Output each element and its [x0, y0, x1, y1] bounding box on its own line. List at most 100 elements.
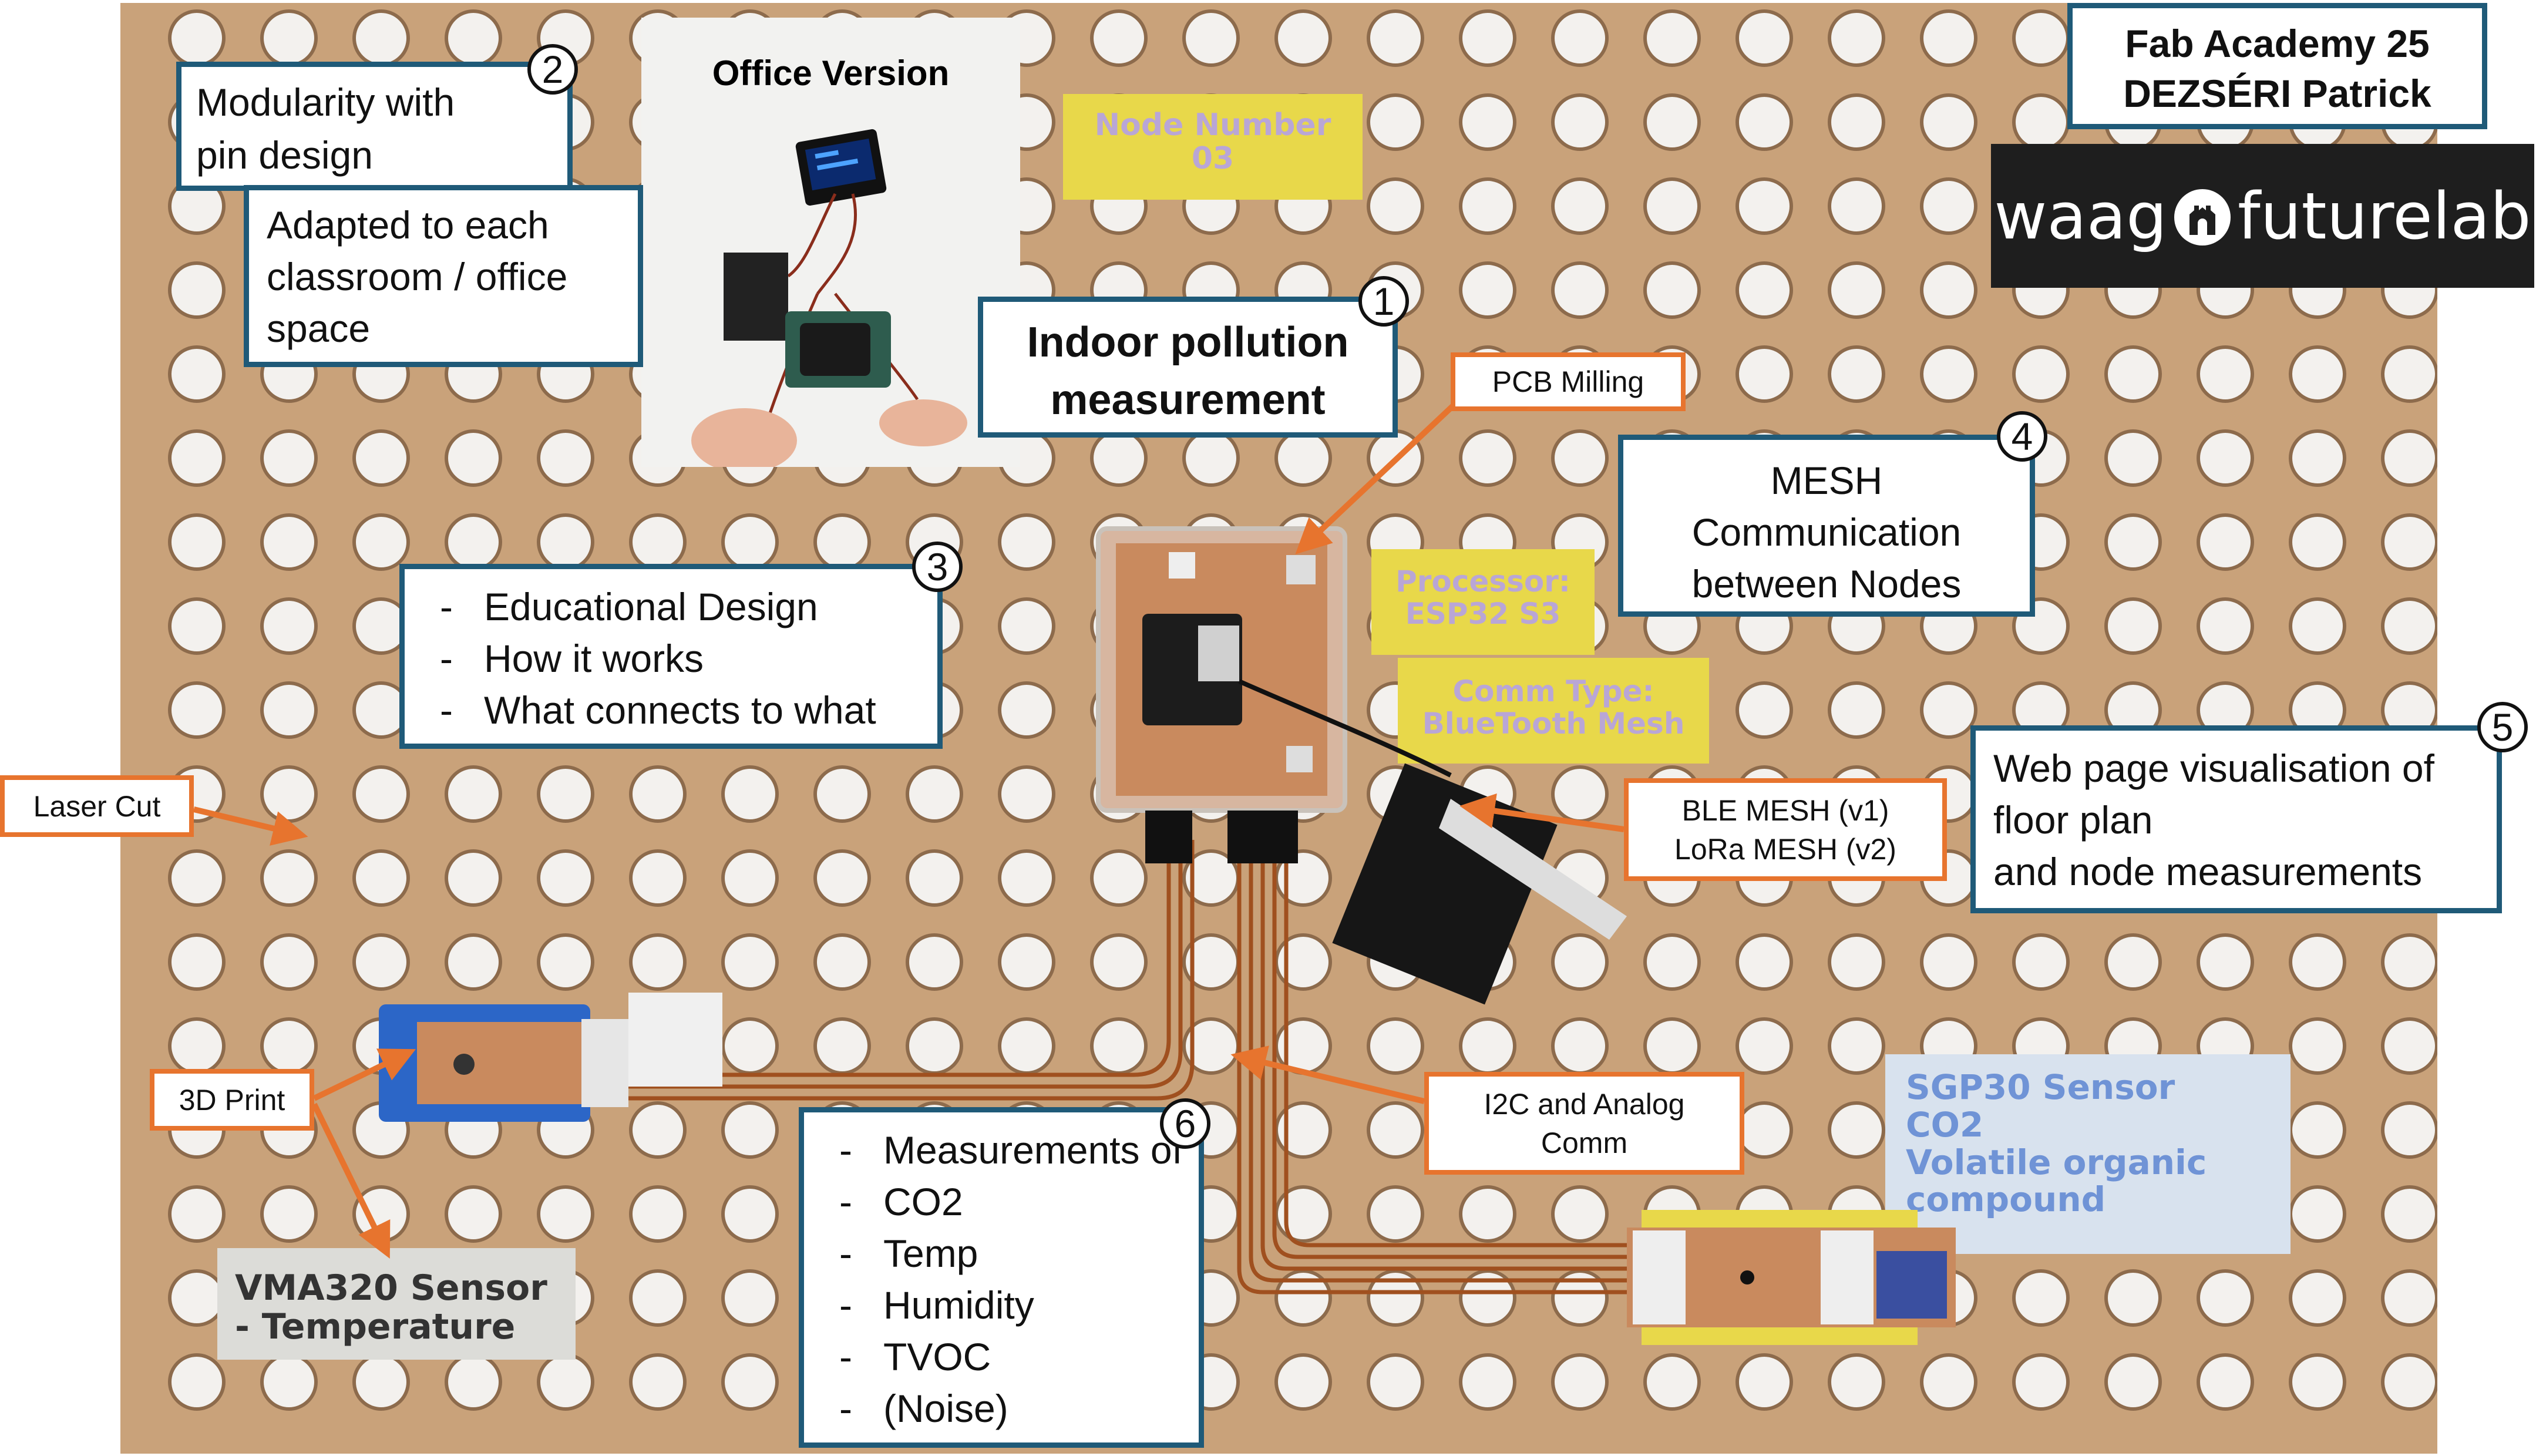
measurement-noise: (Noise) — [822, 1383, 1199, 1434]
peg-hole — [1735, 345, 1793, 403]
peg-hole — [1551, 1353, 1609, 1411]
peg-hole — [1828, 261, 1885, 319]
processor-label: Processor: ESP32 S3 — [1371, 549, 1595, 655]
peg-hole — [1643, 93, 1701, 151]
peg-hole — [1643, 9, 1701, 67]
peg-hole — [1459, 177, 1516, 235]
peg-hole — [260, 429, 318, 487]
peg-hole — [168, 933, 226, 991]
peg-hole — [906, 849, 963, 907]
peg-hole — [1551, 261, 1609, 319]
measurements-callout: Measurements of CO2 Temp Humidity TVOC (… — [799, 1107, 1204, 1448]
peg-hole — [2289, 429, 2346, 487]
web-visualisation-callout: Web page visualisation of floor plan and… — [1970, 725, 2502, 913]
sgp30-text-4: compound — [1906, 1179, 2106, 1220]
peg-hole — [1090, 9, 1148, 67]
step-number-6: 6 — [1160, 1098, 1210, 1149]
step-number-2: 2 — [527, 44, 578, 95]
indoor-pollution-line-2: measurement — [1050, 376, 1326, 423]
node-number-label: Node Number 03 — [1063, 94, 1363, 200]
node-number-value: 03 — [1191, 141, 1235, 177]
peg-hole — [998, 933, 1055, 991]
web-line-3: and node measurements — [1993, 850, 2423, 893]
peg-hole — [2381, 429, 2437, 487]
peg-hole — [260, 849, 318, 907]
i2c-line-2: Comm — [1541, 1126, 1628, 1159]
comm-type-text: Comm Type: — [1452, 674, 1654, 708]
peg-hole — [2012, 345, 2070, 403]
pcb-milling-tag: PCB Milling — [1451, 352, 1686, 411]
peg-hole — [2197, 597, 2254, 655]
peg-hole — [1459, 429, 1516, 487]
peg-hole — [998, 513, 1055, 571]
peg-hole — [1551, 9, 1609, 67]
peg-hole — [721, 849, 779, 907]
peg-hole — [1920, 933, 1977, 991]
peg-hole — [721, 1353, 779, 1411]
web-line-2: floor plan — [1993, 798, 2153, 842]
peg-hole — [445, 849, 502, 907]
laser-cut-tag: Laser Cut — [0, 775, 194, 837]
peg-hole — [2381, 1101, 2437, 1159]
peg-hole — [445, 1185, 502, 1243]
peg-hole — [2381, 1353, 2437, 1411]
peg-hole — [2104, 933, 2162, 991]
peg-hole — [168, 681, 226, 739]
step-number-3: 3 — [912, 542, 963, 592]
measurements-title: Measurements of — [822, 1124, 1199, 1176]
peg-hole — [445, 765, 502, 823]
peg-hole — [168, 345, 226, 403]
measurement-co2: CO2 — [822, 1176, 1199, 1228]
vma320-text-2: - Temperature — [235, 1306, 516, 1347]
peg-hole — [1643, 933, 1701, 991]
peg-hole — [2289, 1353, 2346, 1411]
peg-hole — [1551, 933, 1609, 991]
adapted-line-3: space — [267, 307, 371, 350]
laser-cut-text: Laser Cut — [33, 789, 161, 823]
modularity-line-1: Modularity with — [196, 80, 455, 124]
peg-hole — [168, 1353, 226, 1411]
peg-hole — [1828, 933, 1885, 991]
logo-text-right: futurelab — [2238, 178, 2531, 254]
peg-hole — [1367, 177, 1424, 235]
peg-hole — [2289, 513, 2346, 571]
peg-hole — [1459, 1269, 1516, 1327]
peg-hole — [168, 597, 226, 655]
modularity-callout: Modularity with pin design — [176, 62, 573, 191]
processor-value: ESP32 S3 — [1405, 597, 1561, 631]
waag-futurelab-logo: waag futurelab — [1991, 144, 2534, 288]
main-pcb — [1096, 526, 1347, 863]
sgp30-text-3: Volatile organic — [1906, 1142, 2207, 1182]
course-title: Fab Academy 25 — [2125, 22, 2430, 65]
peg-hole — [629, 1101, 687, 1159]
peg-hole — [813, 765, 871, 823]
peg-hole — [721, 1185, 779, 1243]
peg-hole — [2012, 1269, 2070, 1327]
author-title-box: Fab Academy 25 DEZSÉRI Patrick — [2067, 3, 2487, 129]
peg-hole — [352, 429, 410, 487]
modularity-line-2: pin design — [196, 133, 373, 177]
measurement-tvoc: TVOC — [822, 1331, 1199, 1383]
educational-design-callout: Educational Design How it works What con… — [399, 564, 943, 749]
adapted-line-1: Adapted to each — [267, 203, 549, 247]
peg-hole — [1090, 933, 1148, 991]
peg-hole — [2289, 933, 2346, 991]
peg-hole — [1182, 9, 1240, 67]
comm-type-label: Comm Type: BlueTooth Mesh — [1398, 658, 1709, 764]
peg-hole — [813, 933, 871, 991]
peg-hole — [1551, 177, 1609, 235]
peg-hole — [998, 765, 1055, 823]
author-name: DEZSÉRI Patrick — [2123, 72, 2431, 115]
peg-hole — [1551, 429, 1609, 487]
indoor-pollution-line-1: Indoor pollution — [1027, 319, 1349, 366]
peg-hole — [2289, 1185, 2346, 1243]
i2c-analog-tag: I2C and Analog Comm — [1424, 1072, 1744, 1175]
peg-hole — [2289, 1017, 2346, 1075]
ble-mesh-line-2: LoRa MESH (v2) — [1674, 832, 1896, 866]
peg-hole — [629, 1269, 687, 1327]
vma320-sensor-label: VMA320 Sensor - Temperature — [217, 1248, 576, 1360]
peg-hole — [1920, 93, 1977, 151]
peg-hole — [1735, 933, 1793, 991]
ble-mesh-line-1: BLE MESH (v1) — [1681, 793, 1889, 827]
peg-hole — [445, 933, 502, 991]
